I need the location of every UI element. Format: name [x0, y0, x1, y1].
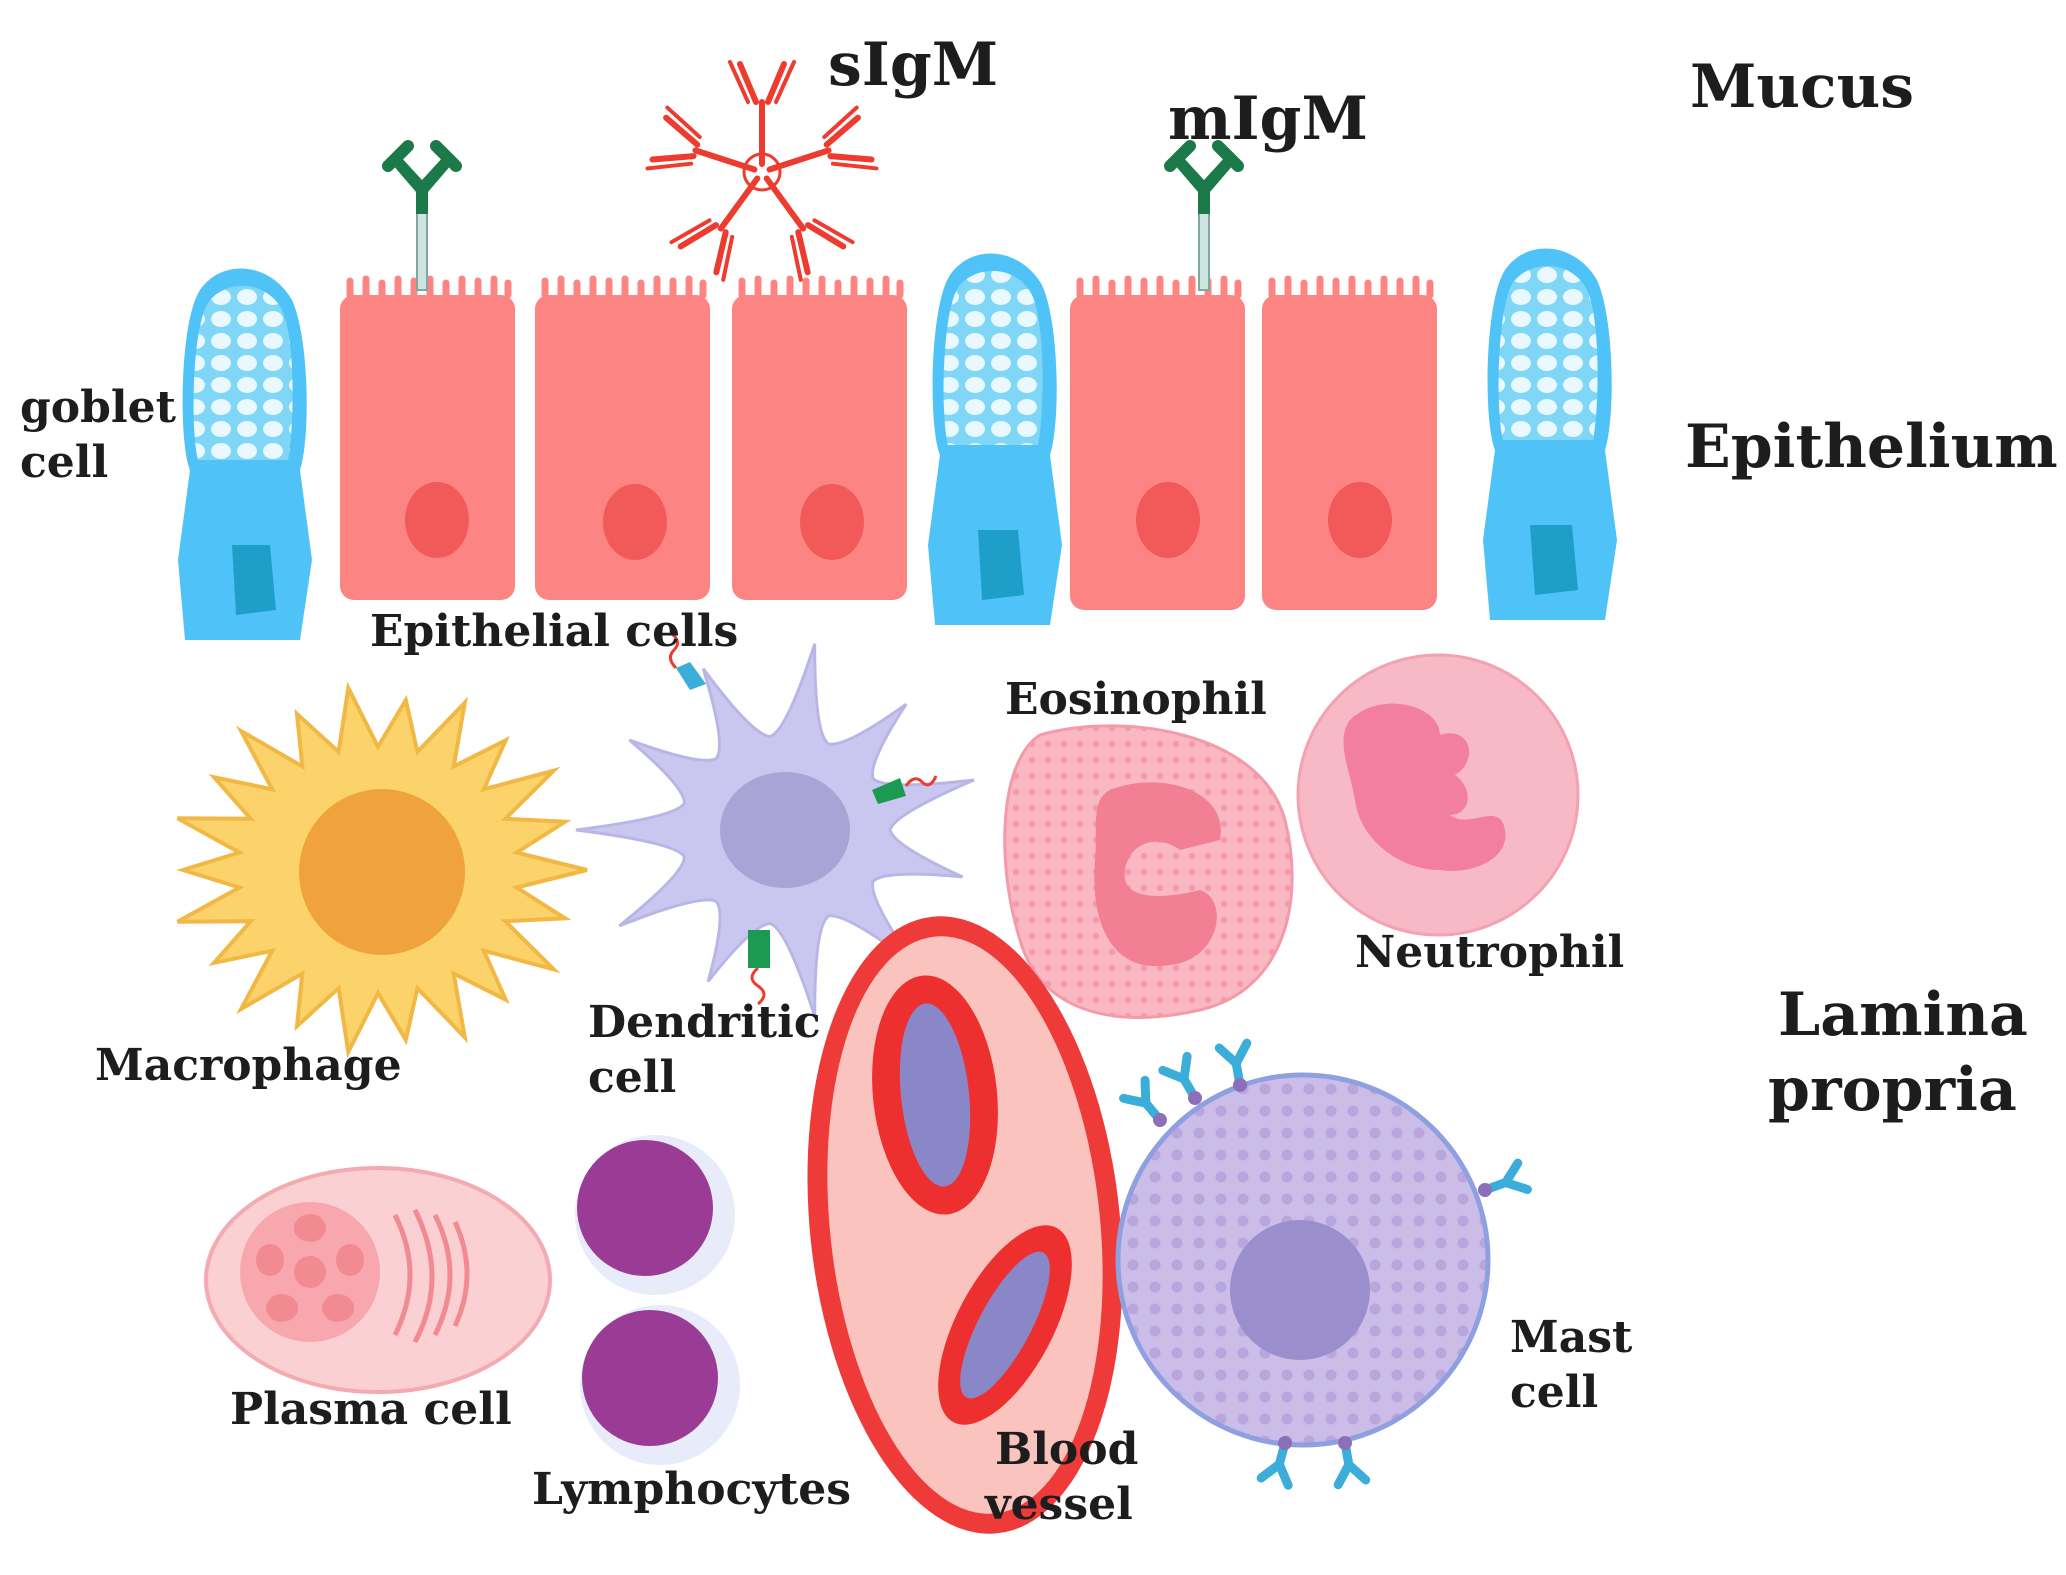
lymphocyte-1: [575, 1135, 735, 1295]
epithelial-cell-5: [1262, 275, 1437, 610]
lamina-propria-line2: propria: [1768, 1055, 2017, 1125]
blood-vessel-line2: vessel: [985, 1479, 1133, 1530]
dendritic-cell-label: Dendritic cell: [588, 995, 821, 1105]
macrophage-label: Macrophage: [95, 1040, 402, 1091]
goblet-cell-2: [928, 253, 1062, 626]
mast-cell-line1: Mast: [1510, 1312, 1633, 1363]
epithelium-label: Epithelium: [1685, 412, 2058, 482]
plasma-cell: [204, 1166, 552, 1394]
epithelial-cell-4: [1070, 275, 1245, 610]
blood-vessel: [807, 916, 1123, 1534]
dendritic-cell-line1: Dendritic: [588, 997, 821, 1048]
sigm-label: sIgM: [828, 30, 999, 100]
lamina-propria-line1: Lamina: [1778, 980, 2028, 1050]
migm-label: mIgM: [1168, 84, 1368, 154]
eosinophil-label: Eosinophil: [1005, 674, 1267, 725]
goblet-cell-label: goblet cell: [20, 380, 176, 490]
membrane-igm-1: [388, 146, 456, 290]
epithelial-cell-1: [340, 275, 515, 600]
lamina-propria-label: Lamina propria: [1768, 978, 2028, 1128]
neutrophil-label: Neutrophil: [1355, 927, 1625, 978]
epithelial-cell-3: [732, 275, 907, 600]
goblet-cell-line1: goblet: [20, 382, 176, 433]
secreted-igm-pentamer: [647, 62, 876, 280]
goblet-cell-3: [1483, 248, 1617, 621]
blood-vessel-label: Blood vessel: [985, 1422, 1138, 1532]
goblet-cell-line2: cell: [20, 437, 109, 488]
membrane-igm-2: [1170, 146, 1238, 290]
neutrophil: [1296, 653, 1580, 937]
dendritic-cell: [575, 632, 975, 1017]
lymphocyte-2: [580, 1305, 740, 1465]
mucus-label: Mucus: [1690, 52, 1914, 122]
mast-cell: [1115, 1043, 1527, 1485]
blood-vessel-line1: Blood: [995, 1424, 1139, 1475]
macrophage: [176, 681, 588, 1059]
lymphocytes-label: Lymphocytes: [532, 1464, 852, 1515]
goblet-cell-1: [178, 268, 312, 640]
dendritic-cell-line2: cell: [588, 1052, 677, 1103]
mast-cell-line2: cell: [1510, 1367, 1599, 1418]
epithelial-cell-2: [535, 275, 710, 600]
eosinophil: [1003, 724, 1294, 1019]
mast-cell-label: Mast cell: [1510, 1310, 1632, 1420]
plasma-cell-label: Plasma cell: [230, 1384, 512, 1435]
epithelial-cells-label: Epithelial cells: [370, 606, 739, 657]
